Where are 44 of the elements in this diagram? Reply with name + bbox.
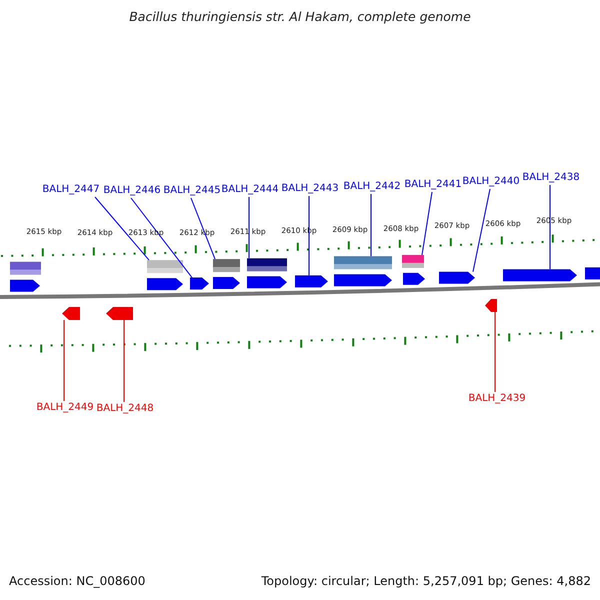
gene-label: BALH_2447 [42, 183, 100, 197]
gene-label: BALH_2443 [281, 182, 339, 196]
genome-info-text: Topology: circular; Length: 5,257,091 bp; Genes: 4,882 [261, 574, 591, 588]
leader-line [494, 312, 496, 392]
leader-line [422, 192, 432, 256]
gene-label: BALH_2439 [468, 392, 526, 406]
gene-feature-bar [10, 262, 41, 275]
gene-block [147, 278, 183, 290]
gene-label: BALH_2440 [462, 175, 520, 189]
gene-block [585, 267, 600, 280]
gene-block [106, 307, 133, 320]
gene-label: BALH_2444 [221, 183, 279, 197]
gene-block [213, 277, 240, 290]
gene-label: BALH_2448 [96, 402, 154, 416]
leader-line [308, 196, 310, 276]
gene-label: BALH_2441 [404, 178, 462, 192]
gene-label: BALH_2449 [36, 401, 94, 415]
leader-line [370, 194, 372, 257]
gene-block [334, 274, 392, 286]
gene-feature-bar [247, 258, 287, 272]
diagram-title: Bacillus thuringiensis str. Al Hakam, complete genome [128, 9, 472, 24]
gene-feature-bar [213, 259, 240, 272]
gene-label: BALH_2442 [343, 180, 401, 194]
leader-line [248, 196, 250, 259]
gene-block [10, 280, 40, 292]
leader-line [472, 188, 490, 272]
gene-block [247, 276, 287, 288]
gene-block [503, 269, 577, 282]
gene-label: BALH_2438 [522, 171, 580, 185]
gene-label: BALH_2446 [103, 184, 161, 198]
gene-feature-bar [147, 260, 183, 274]
gene-block [403, 272, 425, 285]
leader-line [94, 196, 150, 261]
gene-block [439, 272, 475, 284]
leader-line [130, 198, 192, 278]
gene-block [62, 307, 80, 320]
gene-block [190, 278, 209, 290]
gene-feature-bar [402, 254, 424, 268]
gene-block [485, 299, 497, 312]
accession-text: Accession: NC_008600 [9, 574, 146, 588]
leader-line [190, 198, 216, 260]
gene-block [295, 275, 328, 288]
gene-feature-bar [334, 256, 392, 270]
gene-label: BALH_2445 [163, 184, 221, 198]
